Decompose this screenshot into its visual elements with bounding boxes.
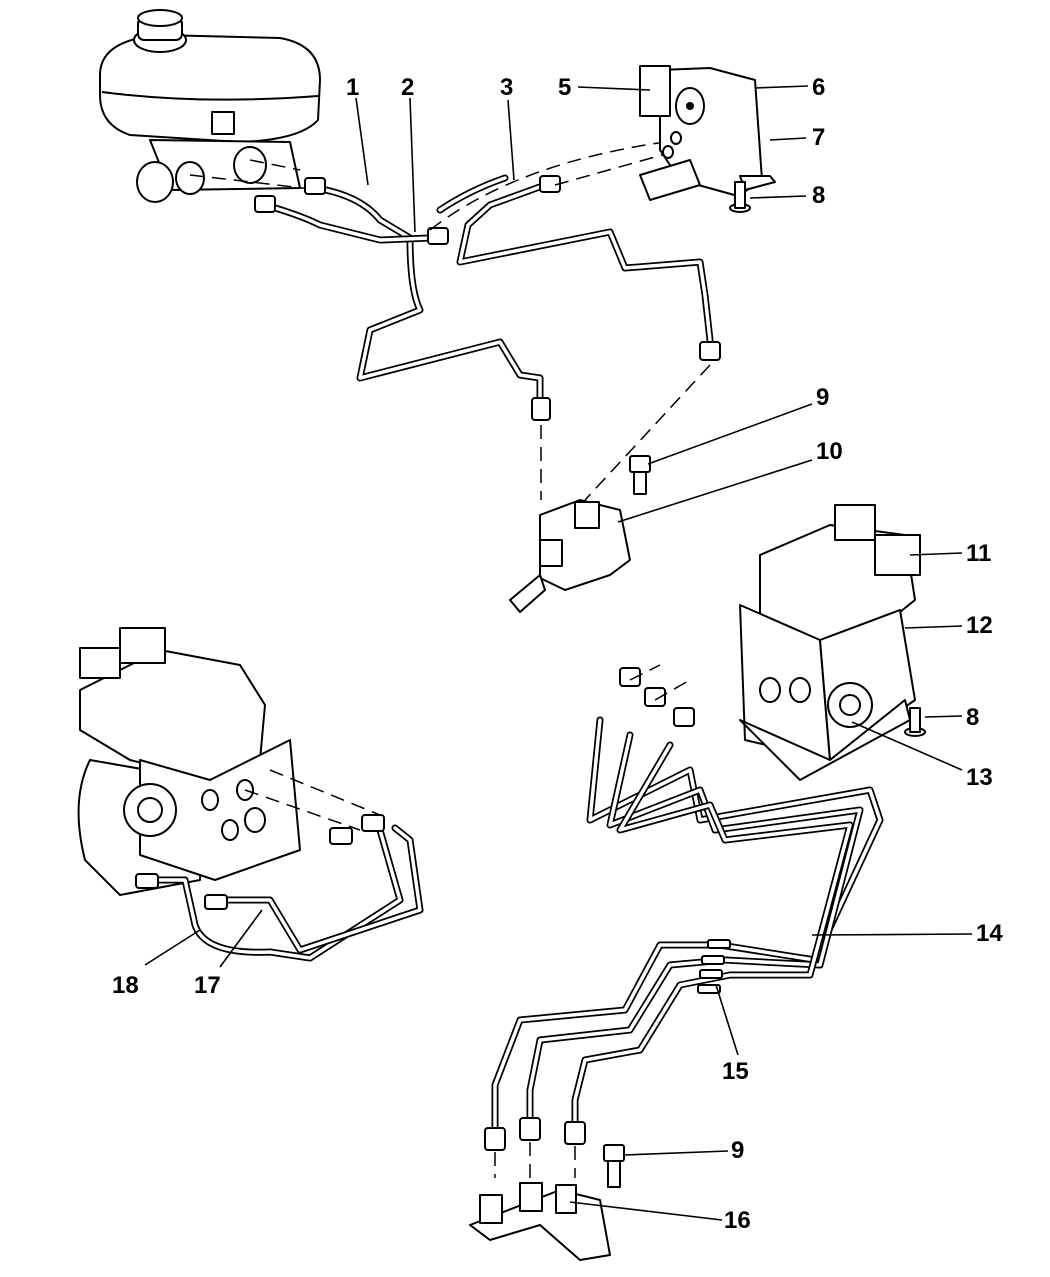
brake-tube-bundle-14 (484, 667, 884, 1151)
callout-1: 1 (346, 74, 360, 101)
callout-6: 6 (812, 74, 826, 101)
bolt-8-top (729, 181, 751, 213)
callout-5: 5 (558, 74, 572, 101)
brake-tube-2 (254, 195, 449, 245)
callout-8-right: 8 (966, 704, 980, 731)
callout-3: 3 (500, 74, 514, 101)
brake-tube-3 (436, 174, 721, 361)
bolt-9-upper (629, 455, 651, 495)
callout-17: 17 (194, 972, 221, 999)
callout-12: 12 (966, 612, 993, 639)
leader-lines (144, 85, 973, 1221)
callout-10: 10 (816, 438, 843, 465)
bolt-8-right (904, 707, 926, 737)
callout-15: 15 (722, 1058, 749, 1085)
callout-18: 18 (112, 972, 139, 999)
callout-8-top: 8 (812, 182, 826, 209)
callout-9-upper: 9 (816, 384, 830, 411)
callout-16: 16 (724, 1207, 751, 1234)
callout-9-lower: 9 (731, 1137, 745, 1164)
abs-control-module (639, 65, 776, 201)
abs-hydraulic-unit-left (77, 627, 301, 896)
callout-11: 11 (966, 540, 992, 567)
abs-hydraulic-unit-right (739, 504, 921, 781)
callout-14: 14 (976, 920, 1003, 947)
bolt-9-lower (603, 1144, 625, 1188)
callout-13: 13 (966, 764, 993, 791)
bracket-16 (469, 1182, 611, 1261)
callout-7: 7 (812, 124, 826, 151)
bracket-10 (509, 499, 631, 613)
callout-2: 2 (401, 74, 415, 101)
brake-tube-1 (304, 177, 544, 404)
tube-clips-15 (697, 939, 731, 994)
brake-tubes-17-18 (135, 814, 424, 962)
master-cylinder (99, 9, 321, 203)
